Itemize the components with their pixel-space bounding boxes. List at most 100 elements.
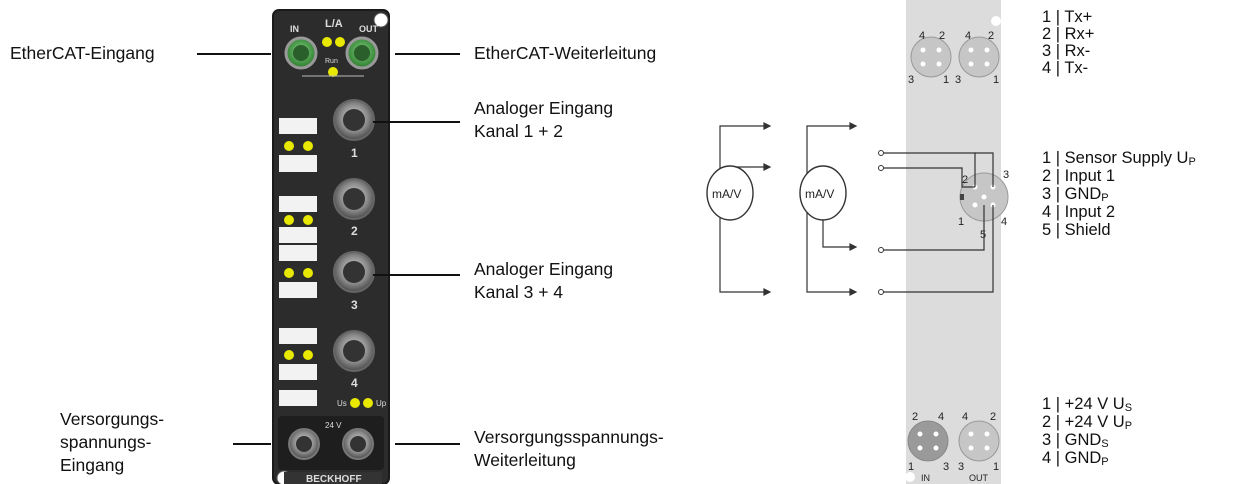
ethercat-in-pinout: 4 2 3 1 — [908, 30, 952, 86]
callout-analog-12-line2: Kanal 1 + 2 — [474, 121, 564, 141]
ethercat-pin-4: 4 | Tx- — [1042, 59, 1089, 77]
label-24v: 24 V — [325, 421, 342, 430]
led-ch4b — [303, 350, 313, 360]
label-up: Up — [376, 399, 387, 408]
power-pin-2: 2 | +24 V UP — [1042, 413, 1133, 433]
svg-text:4: 4 — [965, 30, 971, 42]
analog-pin-2: 2 | Input 1 — [1042, 167, 1116, 185]
led-la-out — [335, 37, 345, 47]
channel-3-label: 3 — [351, 298, 358, 312]
led-la-in — [322, 37, 332, 47]
label-slot — [279, 282, 317, 298]
brand-logo: BECKHOFF — [306, 474, 362, 484]
power-pin-3: 3 | GNDS — [1042, 431, 1109, 451]
power-out-port-label: OUT — [969, 473, 989, 483]
channel-4-label: 4 — [351, 376, 358, 390]
callout-line — [395, 443, 460, 445]
svg-text:4: 4 — [1001, 216, 1007, 228]
device-module: IN L/A OUT Run 1 2 3 — [272, 9, 390, 484]
svg-text:2: 2 — [988, 30, 994, 42]
callout-line — [233, 443, 271, 445]
svg-text:2: 2 — [962, 174, 968, 186]
callout-power-in-line2: spannungs- — [60, 432, 152, 452]
svg-text:3: 3 — [955, 74, 961, 86]
svg-text:1: 1 — [908, 461, 914, 473]
led-ch2b — [303, 215, 313, 225]
callout-ethercat-out: EtherCAT-Weiterleitung — [474, 43, 657, 63]
callout-power-in-line1: Versorgungs- — [60, 409, 165, 429]
analog-pin-3: 3 | GNDP — [1042, 185, 1109, 205]
svg-text:1: 1 — [993, 461, 999, 473]
led-up — [363, 398, 373, 408]
callout-analog-34-line1: Analoger Eingang — [474, 259, 614, 279]
ethercat-pin-1: 1 | Tx+ — [1042, 8, 1093, 26]
analog-pin-1: 1 | Sensor Supply UP — [1042, 149, 1196, 169]
wiring-diagram: 4 2 3 1 4 2 3 1 2 3 1 4 5 — [706, 0, 1009, 484]
label-slot — [279, 390, 317, 406]
power-pin-1: 1 | +24 V US — [1042, 395, 1133, 415]
mounting-hole-top — [373, 12, 389, 28]
led-ch2a — [284, 215, 294, 225]
svg-text:1: 1 — [993, 74, 999, 86]
svg-text:3: 3 — [908, 74, 914, 86]
svg-text:3: 3 — [958, 461, 964, 473]
analog-pin-5: 5 | Shield — [1042, 221, 1111, 239]
meter-left — [706, 165, 754, 221]
callout-analog-12-line1: Analoger Eingang — [474, 98, 614, 118]
mounting-hole — [991, 16, 1001, 26]
led-ch3a — [284, 268, 294, 278]
label-slot — [279, 118, 317, 134]
callout-analog-34-line2: Kanal 3 + 4 — [474, 282, 564, 302]
svg-text:3: 3 — [1003, 169, 1009, 181]
ethercat-pin-3: 3 | Rx- — [1042, 42, 1091, 60]
label-slot — [279, 227, 317, 243]
led-run — [328, 67, 338, 77]
meter-right-label: mA/V — [805, 187, 834, 201]
svg-text:2: 2 — [939, 30, 945, 42]
label-us: Us — [337, 399, 347, 408]
label-slot — [279, 328, 317, 344]
ethercat-pin-2: 2 | Rx+ — [1042, 25, 1095, 43]
led-ch4a — [284, 350, 294, 360]
mounting-hole — [905, 472, 915, 482]
label-slot — [279, 364, 317, 380]
analog-pin-4: 4 | Input 2 — [1042, 203, 1116, 221]
callout-power-in-line3: Eingang — [60, 455, 125, 475]
m12-analog-pinout: 2 3 1 4 5 — [958, 169, 1009, 241]
label-in: IN — [290, 24, 299, 34]
channel-1-label: 1 — [351, 146, 358, 160]
label-run: Run — [325, 58, 338, 65]
svg-text:1: 1 — [943, 74, 949, 86]
callout-line — [197, 53, 271, 55]
power-pin-4: 4 | GNDP — [1042, 449, 1109, 469]
label-la: L/A — [325, 18, 343, 30]
label-out: OUT — [359, 24, 379, 34]
svg-text:2: 2 — [912, 411, 918, 423]
power-in-port-label: IN — [921, 473, 930, 483]
meter-right — [799, 165, 847, 221]
module-outline — [906, 0, 1001, 484]
power-in-pinout: 2 4 1 3 IN — [907, 411, 949, 483]
svg-text:1: 1 — [958, 216, 964, 228]
label-slot — [279, 155, 317, 172]
svg-text:4: 4 — [962, 411, 968, 423]
callout-line — [395, 53, 460, 55]
ethercat-out-pinout: 4 2 3 1 — [955, 30, 1000, 86]
led-ch1b — [303, 141, 313, 151]
svg-text:4: 4 — [919, 30, 925, 42]
callout-ethercat-in: EtherCAT-Eingang — [10, 43, 155, 63]
power-out-pinout: 4 2 3 1 OUT — [958, 411, 1000, 483]
callout-line — [373, 121, 460, 123]
svg-text:5: 5 — [980, 229, 986, 241]
led-ch3b — [303, 268, 313, 278]
led-ch1a — [284, 141, 294, 151]
callout-power-out-line1: Versorgungsspannungs- — [474, 427, 664, 447]
svg-text:2: 2 — [990, 411, 996, 423]
svg-text:3: 3 — [943, 461, 949, 473]
label-slot — [279, 245, 317, 261]
callout-power-out-line2: Weiterleitung — [474, 450, 576, 470]
led-us — [350, 398, 360, 408]
callout-line — [373, 274, 460, 276]
meter-left-label: mA/V — [712, 187, 741, 201]
